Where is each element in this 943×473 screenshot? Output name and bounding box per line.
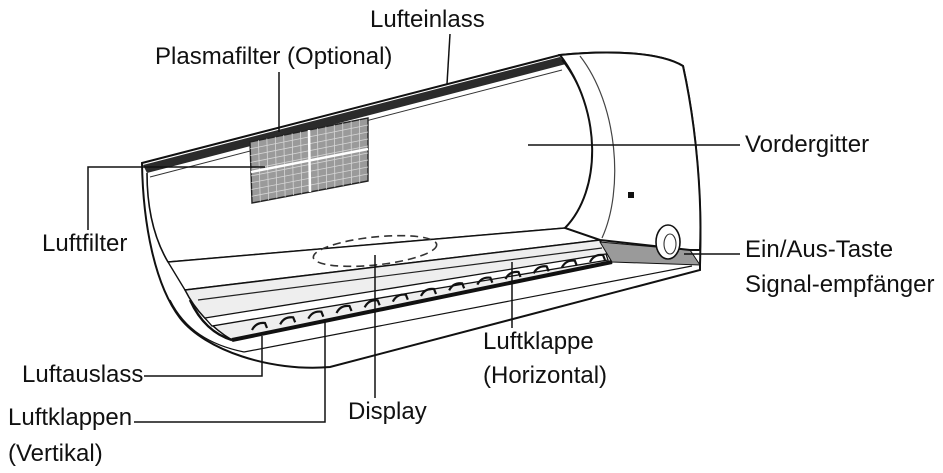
label-signal-receiver: Signal-empfänger (745, 273, 934, 297)
label-display: Display (348, 400, 427, 424)
label-horizontal-flap-qualifier: (Horizontal) (483, 364, 607, 388)
label-air-inlet: Lufteinlass (370, 8, 485, 32)
label-vertical-louvers-qualifier: (Vertikal) (8, 442, 103, 466)
label-air-outlet: Luftauslass (22, 363, 143, 387)
label-plasma-filter: Plasmafilter (Optional) (155, 45, 392, 69)
label-horizontal-flap: Luftklappe (483, 330, 594, 354)
label-air-filter: Luftfilter (42, 232, 127, 256)
end-cap-mark (628, 192, 634, 198)
leader-air-inlet (447, 34, 450, 84)
label-front-grille: Vordergitter (745, 133, 869, 157)
label-vertical-louvers: Luftklappen (8, 406, 132, 430)
label-power-button: Ein/Aus-Taste (745, 238, 893, 262)
